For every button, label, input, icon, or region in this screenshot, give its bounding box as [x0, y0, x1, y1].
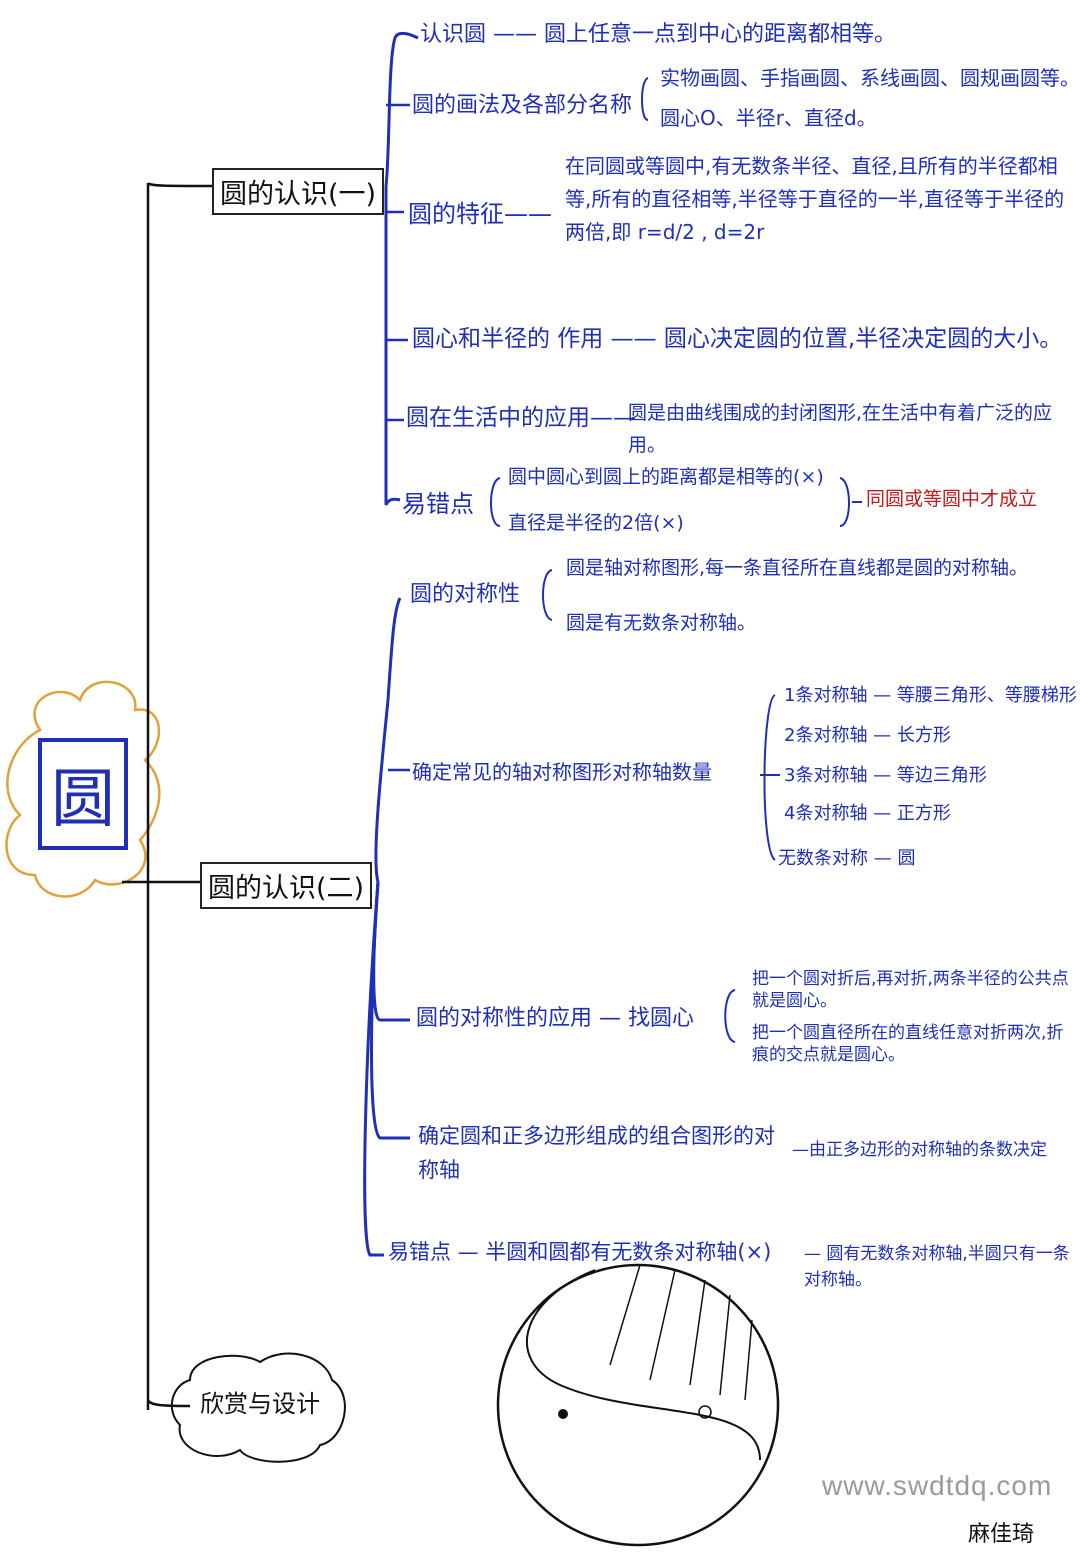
branch3-cloud — [170, 1352, 346, 1463]
branch2-title: 圆的认识(二) — [200, 862, 373, 909]
b2-shuliang-4: 4条对称轴 — 正方形 — [784, 803, 951, 824]
b2-duichen-1: 圆是轴对称图形,每一条直径所在直线都是圆的对称轴。 — [566, 557, 1029, 579]
branch1-title: 圆的认识(一) — [212, 168, 385, 215]
b2-zhaoyuanxin-2: 把一个圆直径所在的直线任意对折两次,折痕的交点就是圆心。 — [752, 1023, 1064, 1066]
yinyang-drawing — [496, 1263, 780, 1547]
author-name: 麻佳琦 — [968, 1522, 1035, 1547]
b2-shuliang-1: 1条对称轴 — 等腰三角形、等腰梯形 — [784, 685, 1077, 706]
root-cloud — [5, 680, 161, 898]
b2-duichen: 圆的对称性 — [410, 582, 521, 607]
b1-yingyong: 圆在生活中的应用—— — [406, 405, 636, 431]
b1-yicuo-2: 直径是半径的2倍(×) — [508, 512, 684, 534]
b2-duichen-2: 圆是有无数条对称轴。 — [566, 612, 757, 634]
b1-renshi: 认识圆 —— 圆上任意一点到中心的距离都相等。 — [420, 22, 896, 47]
b2-zhaoyuanxin: 圆的对称性的应用 — 找圆心 — [416, 1006, 694, 1031]
b2-zuhe-desc: —由正多边形的对称轴的条数决定 — [792, 1140, 1047, 1160]
b1-yicuo: 易错点 — [402, 490, 474, 518]
b2-shuliang-5: 无数条对称 — 圆 — [778, 848, 916, 869]
b2-shuliang-2: 2条对称轴 — 长方形 — [784, 725, 951, 746]
b1-yingyong-desc: 圆是由曲线围成的封闭图形,在生活中有着广泛的应用。 — [628, 402, 1053, 457]
b2-shuliang-3: 3条对称轴 — 等边三角形 — [784, 765, 987, 786]
b2-shuliang: 确定常见的轴对称图形对称轴数量 — [412, 760, 712, 784]
b2-zuhe: 确定圆和正多边形组成的组合图形的对称轴 — [418, 1124, 775, 1182]
b1-tezheng: 圆的特征—— — [408, 200, 552, 228]
b2-yicuo-desc: — 圆有无数条对称轴,半圆只有一条对称轴。 — [804, 1244, 1070, 1290]
b2-yicuo: 易错点 — 半圆和圆都有无数条对称轴(×) — [388, 1240, 772, 1264]
b1-yicuo-note: 同圆或等圆中才成立 — [866, 488, 1038, 510]
b1-huafa-1: 实物画圆、手指画圆、系线画圆、圆规画圆等。 — [660, 66, 1080, 90]
b1-tezheng-desc: 在同圆或等圆中,有无数条半径、直径,且所有的半径都相等,所有的直径相等,半径等于… — [565, 154, 1065, 244]
b2-zhaoyuanxin-1: 把一个圆对折后,再对折,两条半径的公共点就是圆心。 — [752, 969, 1069, 1012]
b1-huafa-2: 圆心O、半径r、直径d。 — [660, 106, 877, 130]
b1-huafa: 圆的画法及各部分名称 — [412, 93, 633, 118]
b1-yicuo-1: 圆中圆心到圆上的距离都是相等的(×) — [508, 466, 824, 488]
root-node: 圆 — [38, 738, 128, 850]
root-label: 圆 — [51, 763, 115, 837]
watermark: www.swdtdq.com — [822, 1470, 1053, 1501]
branch3-title: 欣赏与设计 — [200, 1390, 320, 1418]
b1-zuoyong: 圆心和半径的 作用 —— 圆心决定圆的位置,半径决定圆的大小。 — [412, 326, 1063, 352]
